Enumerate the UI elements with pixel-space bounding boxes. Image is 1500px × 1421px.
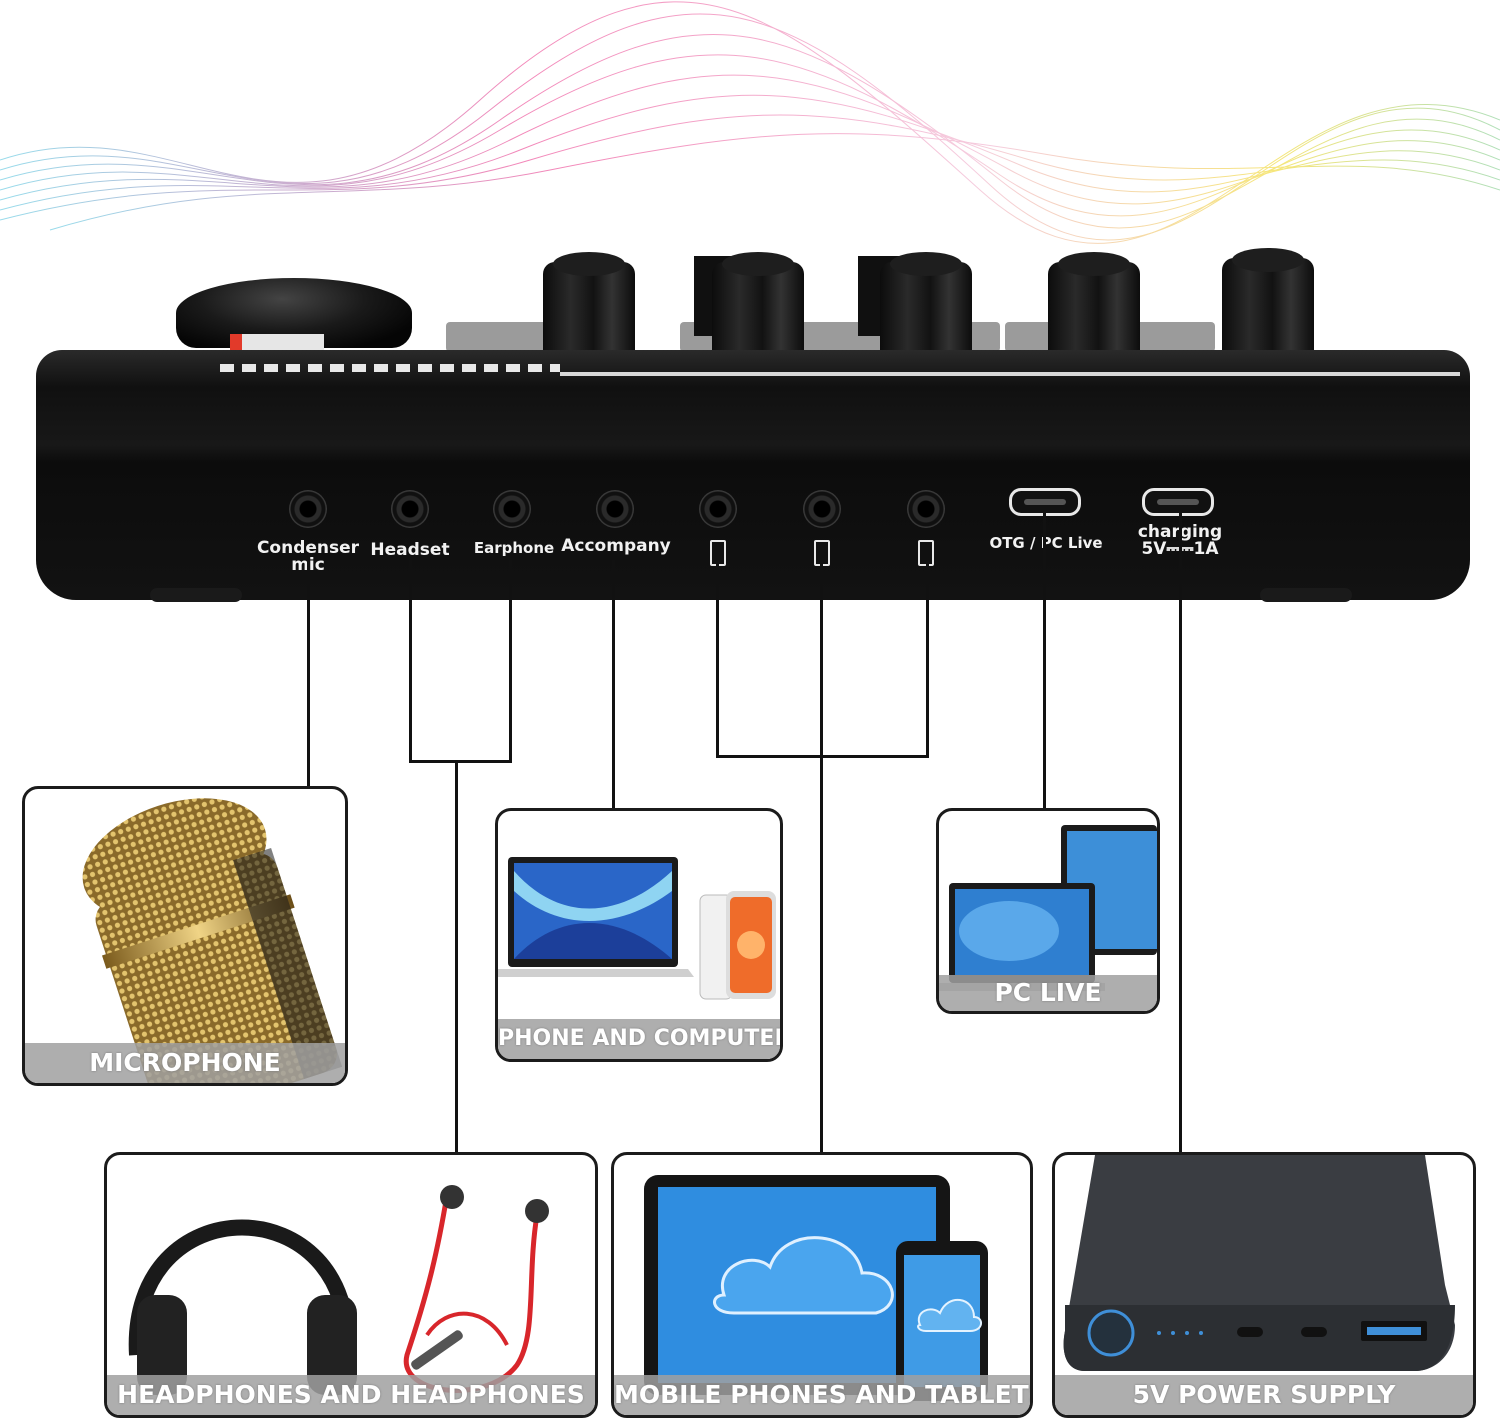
mobile-phones-caption: MOBILE PHONES AND TABLETS [614,1375,1030,1415]
connector-line [409,560,412,763]
mobile-phones-card: MOBILE PHONES AND TABLETS [611,1152,1033,1418]
power-bank-illustration [1063,1155,1455,1371]
connector-line [716,560,719,758]
knob [880,252,972,362]
power-supply-card: 5V POWER SUPPLY [1052,1152,1476,1418]
slider-block [446,322,550,352]
phone-jack-3 [907,490,945,528]
condenser-mic-jack [289,490,327,528]
headphones-card: HEADPHONES AND HEADPHONES [104,1152,598,1418]
headset-jack [391,490,429,528]
condenser-mic-label: Condenser mic [256,538,360,574]
headset-label: Headset [370,540,450,560]
sound-card-body [36,350,1470,600]
sound-wave-graphic [0,1,1500,244]
laptop-and-phone-illustration [498,857,776,1000]
accompany-jack [596,490,634,528]
phone-jack-2 [803,490,841,528]
connector-line [820,560,823,1155]
connector-line [612,560,615,808]
knob [712,252,804,362]
headphones-caption: HEADPHONES AND HEADPHONES [107,1375,595,1415]
knob [1048,252,1140,362]
power-supply-caption: 5V POWER SUPPLY [1055,1375,1473,1415]
tablet-and-phone-illustration [644,1175,988,1401]
connector-line [409,760,512,763]
phone-and-computer-caption: PHONE AND COMPUTER [498,1019,780,1059]
front-stripe [220,364,560,372]
main-knob-indicator [230,334,324,354]
pc-live-card: PC LIVE [936,808,1160,1014]
foot [1260,588,1352,602]
phone-jack-1 [699,490,737,528]
connector-line [1179,512,1182,1155]
knob [1222,248,1314,358]
computer-illustration [939,825,1157,991]
connector-line [307,560,310,788]
connector-line [1043,512,1046,810]
front-stripe-line [560,372,1460,376]
microphone-illustration [82,798,343,1083]
knob [543,252,635,362]
earphone-jack [493,490,531,528]
connector-line [455,760,458,1155]
microphone-card: MICROPHONE [22,786,348,1086]
accompany-label: Accompany [561,536,671,556]
charging-usb-c-port [1142,488,1214,516]
phone-and-computer-card: PHONE AND COMPUTER [495,808,783,1062]
microphone-caption: MICROPHONE [25,1043,345,1083]
connector-line [926,560,929,758]
pc-live-caption: PC LIVE [939,975,1157,1011]
earphone-label: Earphone [473,539,555,557]
connector-line [509,560,512,763]
headphones-illustration [128,1185,549,1395]
foot [150,588,242,602]
otg-pc-live-label: OTG / PC Live [989,534,1103,552]
